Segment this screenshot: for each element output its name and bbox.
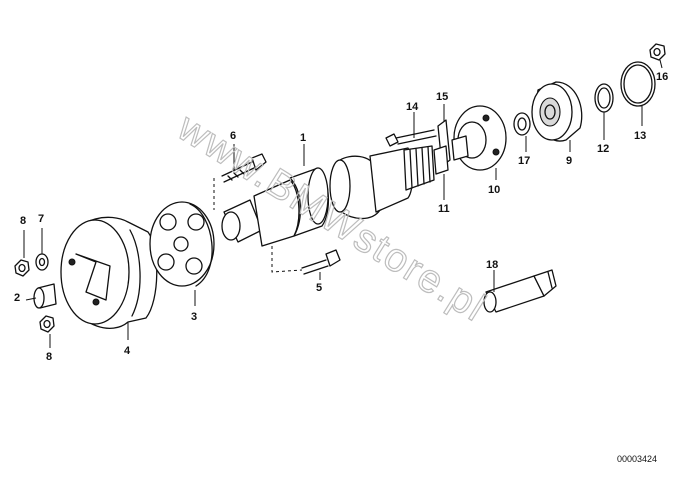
part-7-washer [35,253,49,271]
part-6-bolt [221,153,267,183]
part-9-center-bearing [531,81,583,142]
part-4-flange-housing [60,216,158,329]
part-1-shaft [221,145,435,247]
callout-5: 5 [316,282,322,294]
leader-dash-5 [271,240,303,273]
diagram-code: 00003424 [617,454,657,464]
callout-2: 2 [14,292,20,304]
callout-12: 12 [597,143,609,155]
part-16-nut [649,43,666,61]
callout-1: 1 [300,132,306,144]
callout-6: 6 [230,130,236,142]
part-17-seal [513,112,531,136]
callout-11: 11 [438,203,450,215]
part-14-bolt [385,129,437,147]
part-2-bushing [33,283,57,309]
callout-9: 9 [566,155,572,167]
callout-17: 17 [518,155,530,167]
part-10-flange [451,105,507,171]
callout-16: 16 [656,71,668,83]
leader-lines [23,59,663,348]
callout-14: 14 [406,101,419,113]
callout-4: 4 [124,345,131,357]
part-18-grease-tube [483,269,557,313]
part-8-nut-bottom [39,315,55,333]
callout-8-bottom: 8 [46,351,52,363]
part-11-clip [433,145,449,175]
callout-7: 7 [38,213,44,225]
callout-10: 10 [488,184,500,196]
callout-3: 3 [191,311,197,323]
part-3-flex-disc [149,201,215,287]
part-8-nut-top [14,259,30,277]
part-12-snap-ring [594,83,614,113]
callout-8-top: 8 [20,215,26,227]
callout-13: 13 [634,130,646,142]
part-5-bolt [301,249,341,275]
callout-15: 15 [436,91,448,103]
callout-18: 18 [486,259,498,271]
part-13-ring [620,61,656,107]
